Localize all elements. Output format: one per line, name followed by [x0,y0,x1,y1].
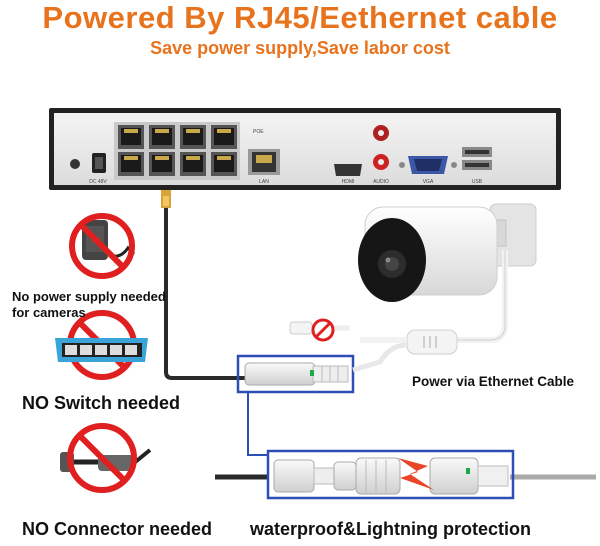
poe-port-pins [217,129,231,133]
ethernet-cable [161,190,250,380]
audio-label: AUDIO [373,179,389,185]
link-line [247,392,268,456]
vga-label: VGA [423,179,434,185]
poe-port-pins [186,129,200,133]
lightning-icon [398,458,434,490]
hdmi-port: HDMI [334,164,362,185]
bullet-camera [358,203,537,302]
dc-label: DC 48V [89,179,107,185]
lan-port: LAN [248,149,280,185]
poe-port-pins [124,156,138,160]
poe-label: POE [253,129,264,135]
poe-port-pins [186,156,200,160]
poe-port-pins [124,129,138,133]
page-title: Powered By RJ45/Eethernet cable [42,0,558,35]
no-power-supply-label: No power supply needed for cameras [12,289,166,320]
dc-power-port: DC 48V [70,153,107,185]
power-via-ethernet-label: Power via Ethernet Cable [412,374,575,389]
rj45-plug-box [236,354,355,394]
poe-port-pins [155,156,169,160]
waterproof-connector-box [215,449,596,500]
no-dc-icon [311,318,335,342]
lan-label: LAN [259,179,269,185]
no-power-adapter-icon [69,213,136,279]
usb-ports: USB [462,147,492,185]
no-connector-icon [60,423,152,493]
nvr-back-panel: DC 48V POE LAN HDMI AUDIO [49,108,561,190]
no-switch-label: NO Switch needed [22,393,181,413]
audio-ports: AUDIO [373,125,389,185]
page-subtitle: Save power supply,Save labor cost [150,38,450,58]
camera-cable [289,250,508,373]
no-connector-label: NO Connector needed [22,519,213,539]
usb-label: USB [472,179,483,185]
poe-port-pins [155,129,169,133]
waterproof-label: waterproof&Lightning protection [250,519,531,539]
poe-port-group [114,122,240,180]
poe-port-pins [217,156,231,160]
hdmi-label: HDMI [342,179,355,185]
network-switch-icon [55,310,148,380]
vga-port: VGA [399,156,457,185]
